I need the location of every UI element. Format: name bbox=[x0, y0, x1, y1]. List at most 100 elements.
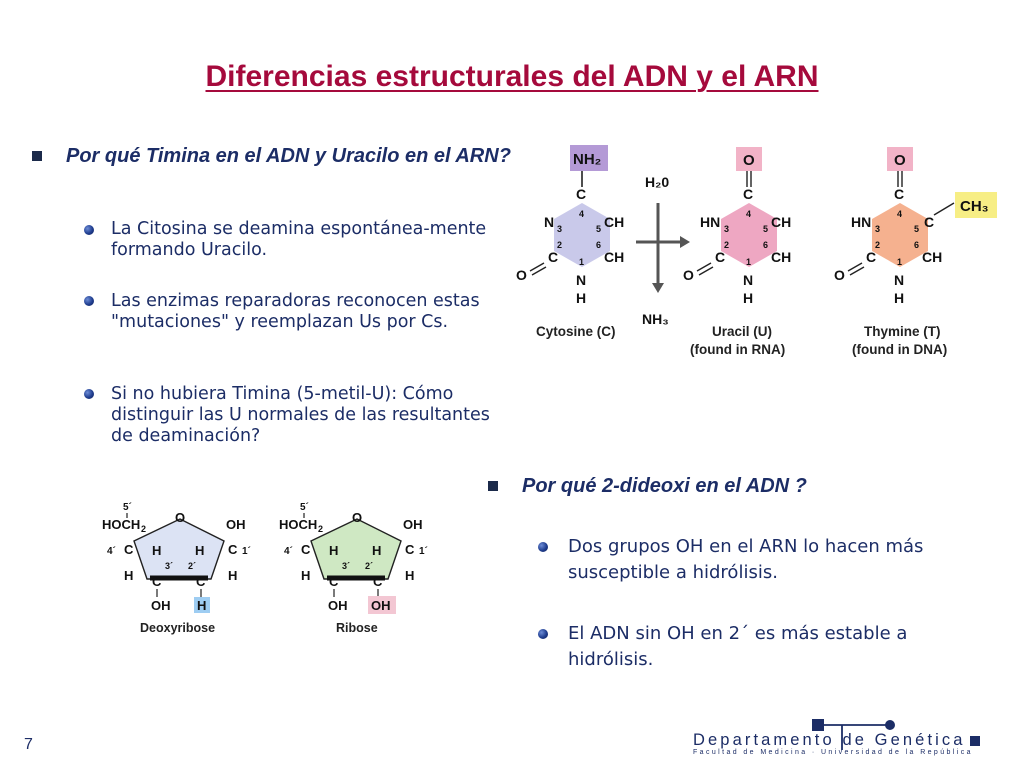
svg-text:C: C bbox=[924, 214, 934, 230]
uracil-caption: Uracil (U) bbox=[712, 324, 772, 339]
left-bullet-2: Las enzimas reparadoras reconocen estas … bbox=[111, 291, 480, 332]
cytosine-amino-group: NH₂ bbox=[573, 151, 601, 168]
svg-text:HN: HN bbox=[700, 214, 720, 230]
sugars-diagram: 5´ HOCH 2 O OH 4´ C C 1´ H H 3´ 2´ H H C… bbox=[102, 502, 428, 635]
svg-text:O: O bbox=[834, 267, 845, 283]
svg-text:3´: 3´ bbox=[165, 561, 173, 571]
svg-text:2: 2 bbox=[318, 524, 323, 534]
right-bullet-2: El ADN sin OH en 2´ es más estable a hid… bbox=[568, 623, 908, 670]
thymine-caption-note: (found in DNA) bbox=[852, 342, 947, 357]
svg-text:4´: 4´ bbox=[284, 546, 293, 557]
svg-text:HN: HN bbox=[851, 214, 871, 230]
ribose-2-prime-group: OH bbox=[371, 598, 391, 613]
svg-text:CH: CH bbox=[922, 249, 942, 265]
svg-text:2: 2 bbox=[557, 240, 562, 250]
svg-text:O: O bbox=[175, 510, 185, 525]
ribose-structure: 5´ HOCH 2 O OH 4´ C C 1´ H H 3´ 2´ H H C… bbox=[279, 502, 428, 635]
cytosine-ring bbox=[554, 203, 610, 267]
ribose-oh-highlight bbox=[368, 596, 396, 614]
svg-text:2: 2 bbox=[141, 524, 146, 534]
svg-text:CH: CH bbox=[604, 249, 624, 265]
round-bullet-icon bbox=[538, 542, 548, 552]
ammonia-label: NH₃ bbox=[642, 311, 669, 327]
thymine-methyl-group: CH₃ bbox=[960, 198, 989, 215]
svg-text:3: 3 bbox=[875, 224, 880, 234]
left-bullet-1: La Citosina se deamina espontánea-mente … bbox=[111, 219, 487, 260]
svg-text:C: C bbox=[329, 574, 339, 589]
deamination-arrow: H₂0 NH₃ bbox=[636, 174, 690, 327]
left-question: Por qué Timina en el ADN y Uracilo en el… bbox=[66, 145, 511, 167]
svg-text:5: 5 bbox=[596, 224, 601, 234]
svg-text:OH: OH bbox=[328, 598, 348, 613]
thymine-ring bbox=[872, 203, 928, 267]
department-logo-graphic bbox=[812, 719, 980, 750]
svg-text:H: H bbox=[124, 568, 133, 583]
svg-text:H: H bbox=[576, 290, 586, 306]
svg-text:3: 3 bbox=[557, 224, 562, 234]
svg-text:H: H bbox=[405, 568, 414, 583]
slide-title: Diferencias estructurales del ADN y el A… bbox=[0, 60, 1024, 94]
svg-text:2´: 2´ bbox=[188, 561, 196, 571]
svg-text:H: H bbox=[372, 543, 381, 558]
department-name: Departamento de Genética bbox=[693, 731, 966, 749]
svg-text:4: 4 bbox=[579, 209, 584, 219]
svg-text:2´: 2´ bbox=[365, 561, 373, 571]
svg-text:N: N bbox=[576, 272, 586, 288]
svg-text:O: O bbox=[683, 267, 694, 283]
svg-text:O: O bbox=[352, 510, 362, 525]
thymine-oxo-highlight bbox=[887, 147, 913, 171]
deoxyribose-caption: Deoxyribose bbox=[140, 621, 215, 635]
deoxyribose-2-prime-group: H bbox=[197, 598, 206, 613]
deoxyribose-h-highlight bbox=[194, 597, 210, 613]
svg-text:H: H bbox=[228, 568, 237, 583]
svg-text:1: 1 bbox=[746, 257, 751, 267]
right-bullet-1: Dos grupos OH en el ARN lo hacen más sus… bbox=[568, 536, 924, 583]
svg-text:HOCH: HOCH bbox=[279, 517, 317, 532]
svg-text:3: 3 bbox=[724, 224, 729, 234]
svg-text:C: C bbox=[124, 542, 134, 557]
svg-text:3´: 3´ bbox=[342, 561, 350, 571]
svg-text:1: 1 bbox=[897, 257, 902, 267]
methyl-highlight bbox=[955, 192, 997, 218]
svg-text:OH: OH bbox=[403, 517, 423, 532]
right-question: Por qué 2-dideoxi en el ADN ? bbox=[522, 475, 807, 497]
svg-text:6: 6 bbox=[596, 240, 601, 250]
uracil-structure: O C 4 HN 3 5 CH 2 6 C CH 1 N H O Uracil … bbox=[683, 147, 791, 357]
svg-text:C: C bbox=[228, 542, 238, 557]
svg-text:H: H bbox=[894, 290, 904, 306]
round-bullet-icon bbox=[84, 225, 94, 235]
water-label: H₂0 bbox=[645, 174, 669, 190]
svg-text:1´: 1´ bbox=[419, 546, 428, 557]
uracil-ring bbox=[721, 203, 777, 267]
faculty-name: Facultad de Medicina · Universidad de la… bbox=[693, 749, 973, 756]
cytosine-caption: Cytosine (C) bbox=[536, 324, 616, 339]
svg-text:C: C bbox=[866, 249, 876, 265]
thymine-oxo-group: O bbox=[894, 152, 906, 169]
svg-text:C: C bbox=[152, 574, 162, 589]
svg-text:1: 1 bbox=[579, 257, 584, 267]
svg-text:CH: CH bbox=[604, 214, 624, 230]
svg-text:4´: 4´ bbox=[107, 546, 116, 557]
svg-text:HOCH: HOCH bbox=[102, 517, 140, 532]
svg-text:C: C bbox=[715, 249, 725, 265]
square-bullet-icon bbox=[488, 481, 498, 491]
svg-text:C: C bbox=[196, 574, 206, 589]
svg-text:CH: CH bbox=[771, 249, 791, 265]
thymine-structure: O C 4 HN 3 5 C CH₃ 2 6 C CH 1 N H O Thym… bbox=[834, 147, 997, 357]
svg-text:OH: OH bbox=[226, 517, 246, 532]
svg-text:O: O bbox=[516, 267, 527, 283]
svg-text:C: C bbox=[743, 186, 753, 202]
svg-text:C: C bbox=[301, 542, 311, 557]
svg-text:C: C bbox=[548, 249, 558, 265]
svg-text:2: 2 bbox=[724, 240, 729, 250]
svg-text:CH: CH bbox=[771, 214, 791, 230]
svg-text:6: 6 bbox=[914, 240, 919, 250]
deoxyribose-structure: 5´ HOCH 2 O OH 4´ C C 1´ H H 3´ 2´ H H C… bbox=[102, 502, 251, 635]
uracil-oxo-highlight bbox=[736, 147, 762, 171]
round-bullet-icon bbox=[538, 629, 548, 639]
svg-text:C: C bbox=[894, 186, 904, 202]
thymine-caption: Thymine (T) bbox=[864, 324, 941, 339]
svg-text:1´: 1´ bbox=[242, 546, 251, 557]
svg-text:H: H bbox=[301, 568, 310, 583]
nitrogenous-bases-diagram: NH₂ C 4 N 3 5 CH 2 6 C CH 1 N H O Cytosi… bbox=[516, 145, 997, 357]
